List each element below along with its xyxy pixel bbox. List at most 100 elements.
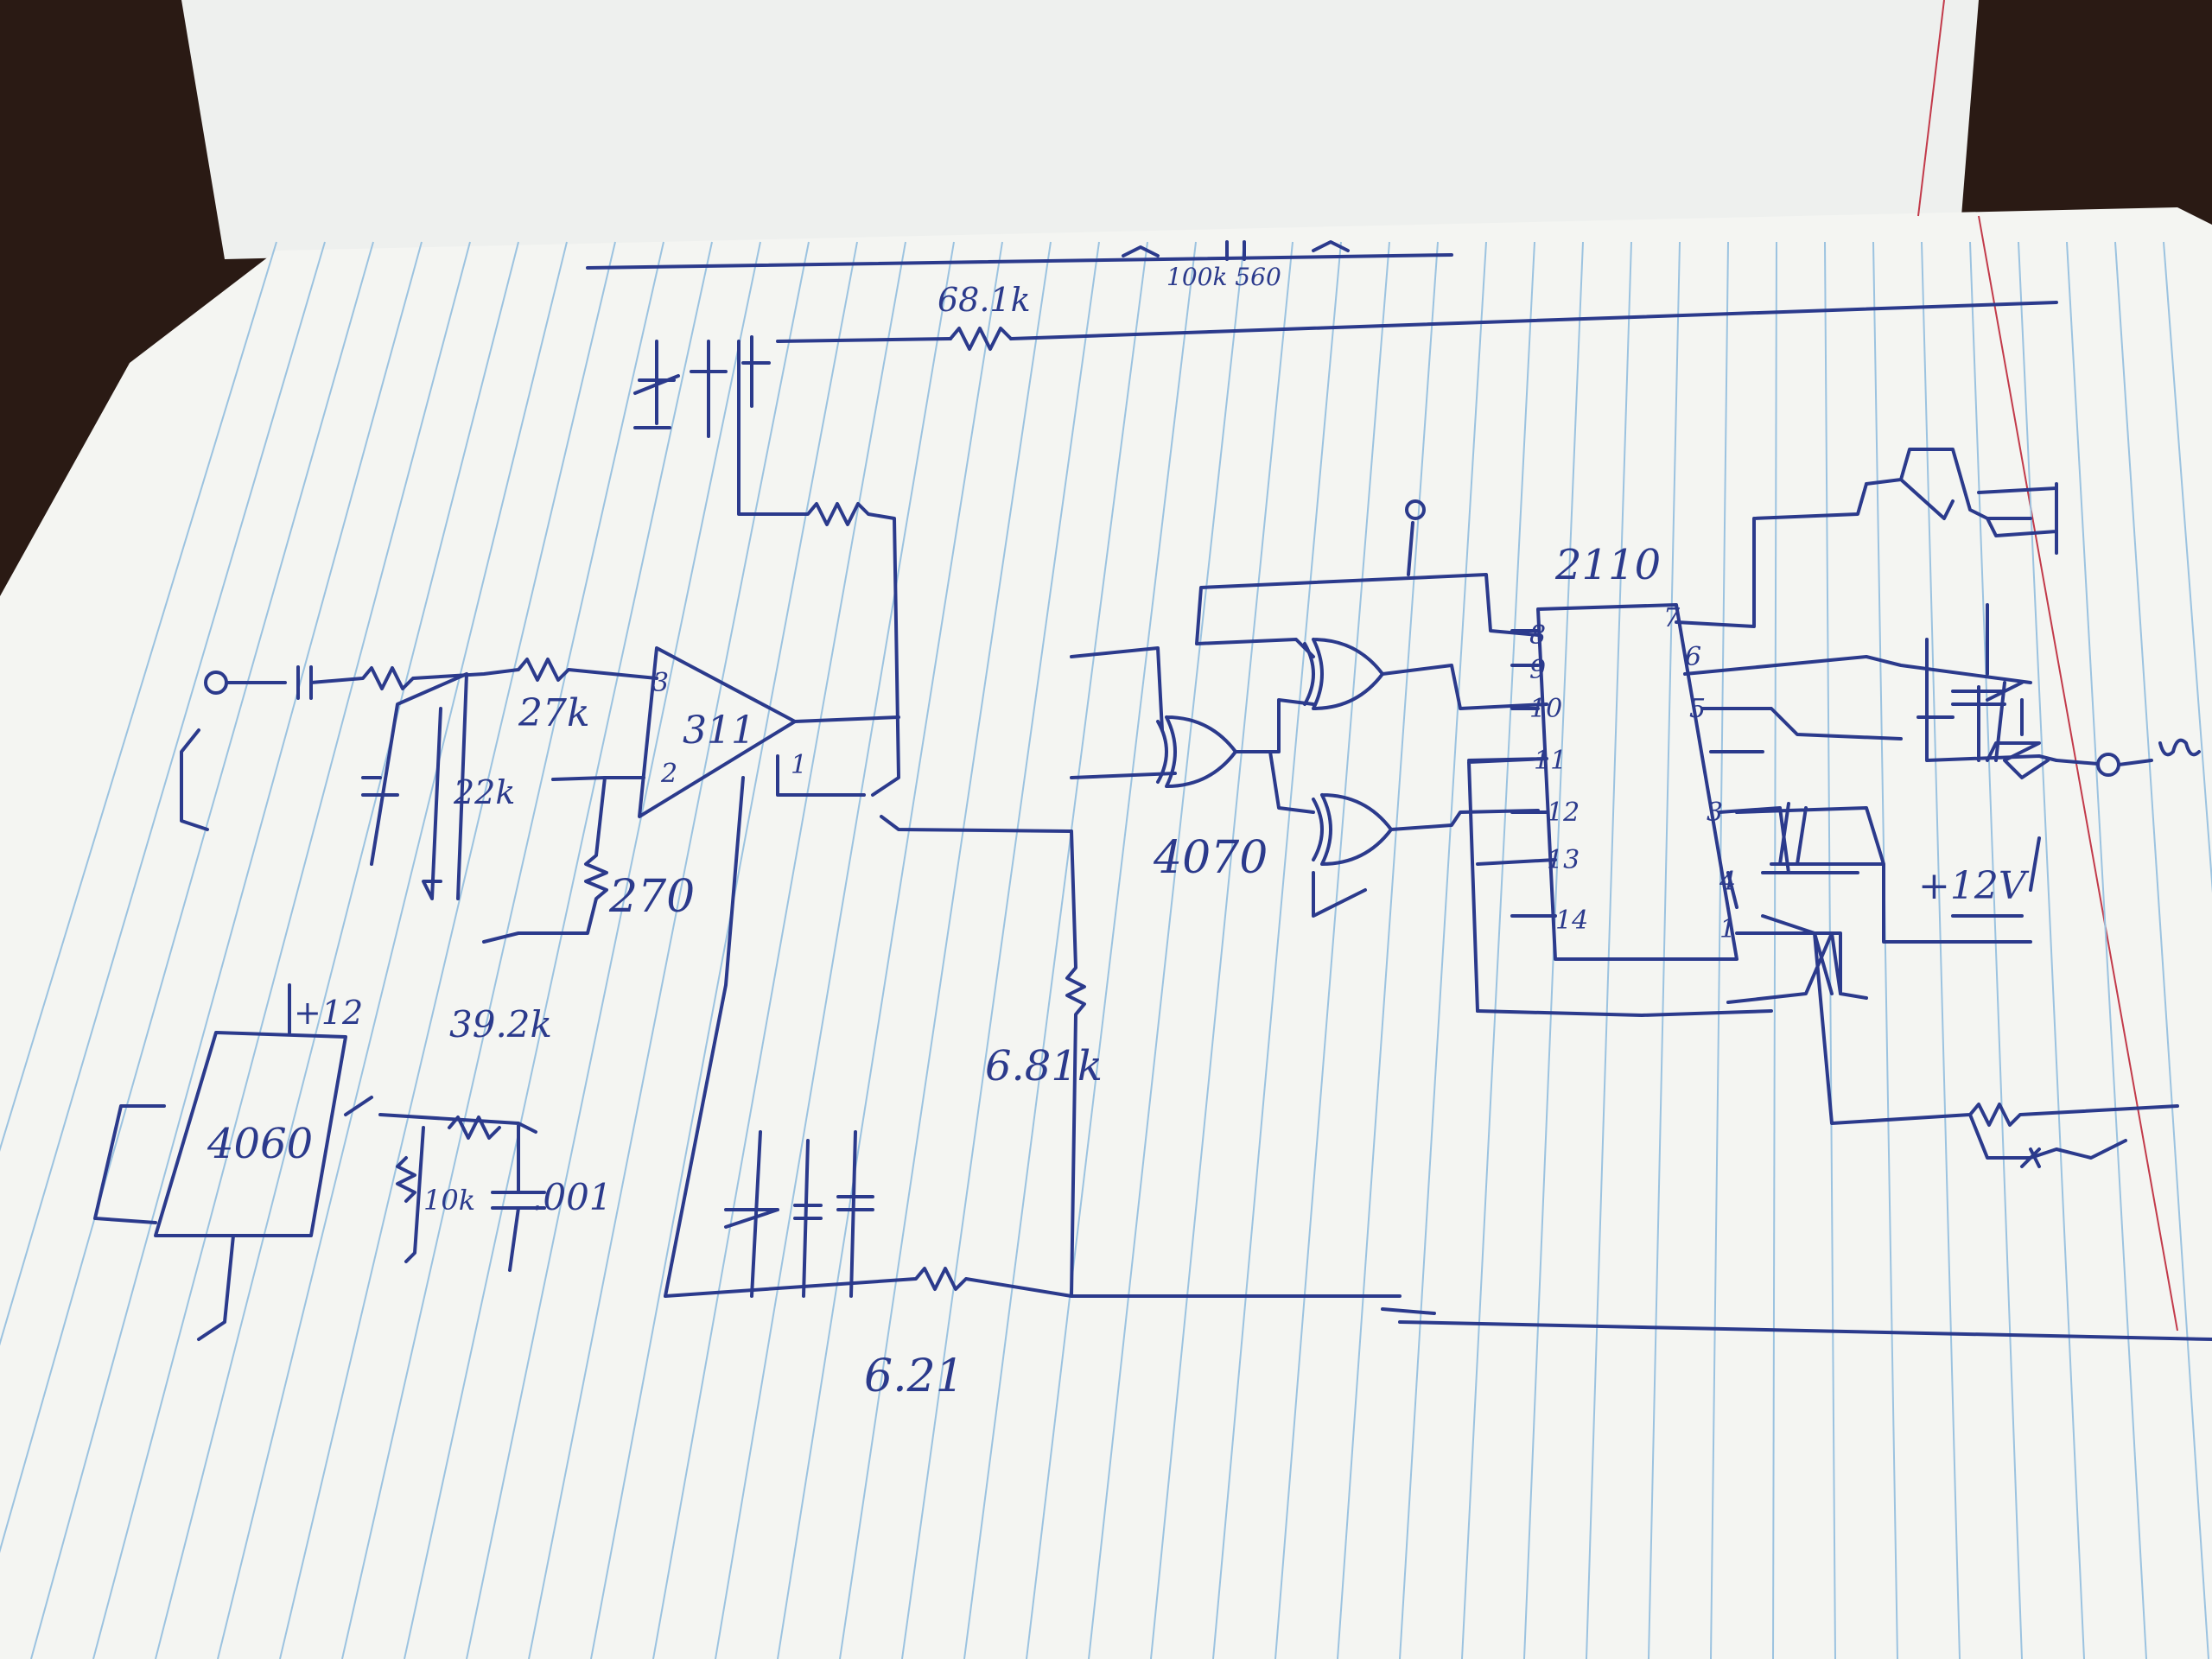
rule-line	[1337, 241, 1439, 1659]
counter-pin-label: 9	[1529, 655, 1546, 685]
r-input-label: 27k	[518, 691, 590, 735]
top-wire-2	[776, 301, 2058, 343]
notebook-back-page	[181, 0, 1979, 259]
counter-pin-label: 12	[1547, 798, 1580, 828]
counter-pin-label: 1	[1719, 914, 1736, 944]
r-bias-label: 22k	[453, 773, 515, 811]
counter-pin-label: 5	[1689, 694, 1706, 724]
rule-line	[1212, 241, 1342, 1659]
rule-line	[341, 241, 664, 1659]
xor-wiring	[1070, 521, 1548, 918]
bottom-caps	[724, 1130, 874, 1298]
rule-line	[2114, 241, 2209, 1659]
right-bottom-wires	[1735, 802, 2041, 944]
rule-line	[155, 241, 519, 1659]
gnd-bus	[1398, 1320, 2212, 1341]
margin-line-2	[1917, 0, 1945, 217]
osc-supply-label: +12	[294, 994, 363, 1032]
opamp-output	[776, 715, 900, 797]
rule-line	[1710, 241, 1729, 1659]
rule-line	[1969, 241, 2023, 1659]
ruled-lines	[0, 241, 2212, 1659]
counter-pin-label: 10	[1529, 694, 1562, 724]
osc-rc	[378, 1113, 546, 1272]
notebook-page	[0, 207, 2212, 1659]
rule-line	[839, 241, 1052, 1659]
rule-line	[2163, 241, 2212, 893]
schematic	[93, 240, 2212, 1341]
r-trim-label: 39.2k	[449, 1003, 552, 1046]
right-diodes	[1865, 448, 2058, 762]
rule-line	[715, 241, 955, 1659]
rule-line	[590, 241, 858, 1659]
r-bottom-label: 6.21	[864, 1351, 964, 1402]
rule-line	[1586, 241, 1632, 1659]
counter-pin-label: 4	[1719, 867, 1736, 897]
rule-line	[1648, 241, 1681, 1659]
rule-line	[0, 241, 326, 1346]
rule-line	[92, 241, 471, 1659]
r-10k-label: 10k	[423, 1184, 475, 1217]
rule-line	[2066, 241, 2147, 1659]
rule-line	[1274, 241, 1390, 1659]
rule-line	[1150, 241, 1294, 1659]
counter-pin-label: 13	[1547, 845, 1580, 875]
rule-line	[466, 241, 761, 1659]
bottom-right-loop	[1968, 1113, 2127, 1168]
counter-pin-label: 11	[1534, 746, 1567, 776]
rule-line	[528, 241, 810, 1659]
r-top-label: 68.1k	[938, 281, 1031, 319]
rule-line	[901, 241, 1100, 1659]
rule-line	[0, 241, 277, 1153]
counter-chip-label: 2110	[1554, 541, 1661, 589]
top-caps-group	[1122, 240, 1350, 261]
ground-input	[180, 728, 209, 831]
rule-line	[963, 241, 1148, 1659]
rule-line	[1824, 241, 1836, 1659]
opamp-label: 311	[683, 709, 755, 753]
rule-line	[1026, 241, 1197, 1659]
rule-line	[1088, 241, 1245, 1659]
input-line	[225, 658, 658, 700]
rule-line	[217, 241, 568, 1659]
counter-pin-label: 6	[1685, 642, 1701, 672]
top-caps-label: 100k 560	[1166, 263, 1281, 291]
counter-pin-label: 3	[1707, 798, 1723, 828]
rule-line	[1921, 241, 1961, 1659]
bus-wire-2	[1381, 1307, 1436, 1315]
r270	[482, 776, 608, 944]
pin-2-label: 2	[660, 759, 677, 789]
left-vertical	[664, 776, 745, 1298]
opamp-feedback	[737, 340, 900, 797]
osc-4060-leads	[93, 983, 373, 1341]
rule-line	[1461, 241, 1535, 1659]
output-line	[2055, 738, 2201, 766]
counter-pin-label: 8	[1529, 620, 1546, 651]
rule-line	[2018, 241, 2085, 1659]
inv-input	[551, 776, 645, 781]
rule-line	[1772, 241, 1777, 1659]
resistor-top	[949, 327, 1013, 351]
input-bias	[361, 672, 468, 900]
margin-line	[1978, 215, 2178, 1332]
opamp-triangle	[638, 646, 797, 818]
rule-line	[652, 241, 906, 1659]
supply-right-label: +12V	[1918, 864, 2030, 908]
r681-line	[1065, 830, 1086, 1298]
r-270-label: 270	[608, 871, 695, 923]
osc-chip-label: 4060	[207, 1120, 313, 1168]
osc-4060-box	[154, 1031, 347, 1237]
rule-line	[30, 241, 423, 1659]
vdd-terminal	[1405, 499, 1426, 520]
bottom-right-wire	[1476, 914, 2179, 1127]
r-681-label: 6.81k	[985, 1042, 1103, 1090]
rule-line	[279, 241, 616, 1659]
top-wire	[586, 253, 1453, 270]
right-diode-3	[1986, 698, 2050, 779]
rule-line	[1399, 241, 1487, 1659]
opamp-out-to-wire	[880, 815, 1073, 833]
top-left-caps	[633, 335, 771, 438]
counter-pin-label: 14	[1555, 906, 1588, 936]
